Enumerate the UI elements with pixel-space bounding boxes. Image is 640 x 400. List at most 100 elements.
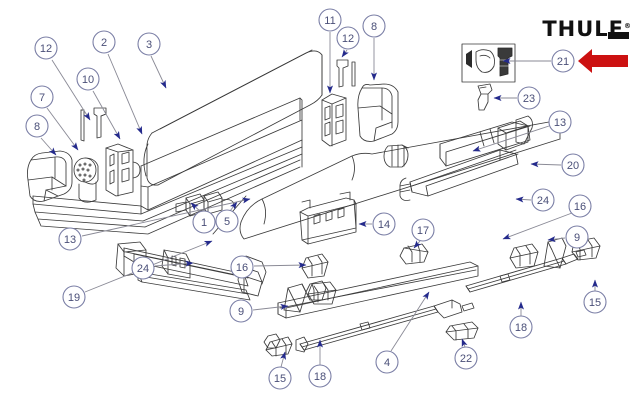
callout-circle[interactable] — [454, 346, 478, 370]
callout-circle[interactable] — [411, 218, 435, 242]
callout-circle[interactable] — [565, 225, 589, 249]
callout-12[interactable]: 12 — [336, 26, 360, 50]
callout-label: 11 — [324, 15, 335, 27]
callout-10[interactable]: 10 — [76, 67, 100, 91]
roller-end-gear — [383, 144, 409, 168]
callout-label: 19 — [68, 292, 80, 304]
callout-1[interactable]: 1 — [192, 210, 216, 234]
callout-label: 2 — [101, 37, 107, 49]
clip-23 — [477, 83, 493, 111]
callout-label: 23 — [523, 93, 535, 105]
callout-circle[interactable] — [230, 255, 254, 279]
callout-circle[interactable] — [561, 153, 585, 177]
callout-circle[interactable] — [62, 285, 86, 309]
rafter-arm-left — [265, 299, 475, 357]
callout-label: 13 — [64, 234, 76, 246]
callout-18[interactable]: 18 — [509, 315, 533, 339]
callout-8[interactable]: 8 — [362, 14, 386, 38]
callout-15[interactable]: 15 — [583, 290, 607, 314]
support-arm-right — [399, 115, 533, 201]
clip-22 — [445, 321, 479, 341]
bracket-16-lower — [305, 280, 327, 301]
highlight-arrow-icon — [578, 49, 628, 73]
callout-circle[interactable] — [375, 350, 399, 374]
callout-22[interactable]: 22 — [454, 346, 478, 370]
callout-label: 24 — [537, 195, 549, 207]
callout-label: 1 — [201, 217, 207, 229]
callout-circle[interactable] — [131, 256, 155, 280]
callout-circle[interactable] — [192, 210, 216, 234]
callout-label: 9 — [238, 306, 244, 318]
callout-24[interactable]: 24 — [131, 256, 155, 280]
pin-and-lever — [80, 107, 107, 142]
callout-label: 20 — [567, 160, 579, 172]
lead-rail — [277, 261, 479, 319]
callout-9[interactable]: 9 — [565, 225, 589, 249]
callout-circle[interactable] — [215, 209, 239, 233]
callout-21[interactable]: 21 — [551, 49, 575, 73]
callout-label: 5 — [224, 216, 230, 228]
callout-circle[interactable] — [76, 67, 100, 91]
fitting-bottom-left — [263, 333, 281, 349]
adjustment-knob — [73, 157, 99, 203]
callout-13[interactable]: 13 — [548, 110, 572, 134]
callout-18[interactable]: 18 — [308, 364, 332, 388]
callout-label: 16 — [574, 201, 586, 213]
callout-label: 18 — [515, 322, 527, 334]
callout-7[interactable]: 7 — [30, 85, 54, 109]
callout-circle[interactable] — [268, 366, 292, 390]
bracket-near-9-right — [509, 243, 539, 269]
callout-8[interactable]: 8 — [25, 114, 49, 138]
small-lever-12 — [336, 59, 356, 88]
callout-circle[interactable] — [58, 227, 82, 251]
callout-circle[interactable] — [583, 290, 607, 314]
callout-circle[interactable] — [318, 8, 342, 32]
callout-20[interactable]: 20 — [561, 153, 585, 177]
callout-12[interactable]: 12 — [34, 36, 58, 60]
callout-circle[interactable] — [531, 188, 555, 212]
callout-label: 10 — [82, 74, 94, 86]
callout-11[interactable]: 11 — [318, 8, 342, 32]
callout-19[interactable]: 19 — [62, 285, 86, 309]
logo-bar — [608, 32, 629, 39]
callout-24[interactable]: 24 — [531, 188, 555, 212]
callout-circle[interactable] — [34, 36, 58, 60]
end-cap-8-top — [357, 83, 399, 142]
callout-circle[interactable] — [336, 26, 360, 50]
callout-circle[interactable] — [548, 110, 572, 134]
callout-circle[interactable] — [25, 114, 49, 138]
callout-9[interactable]: 9 — [229, 299, 253, 323]
callout-circle[interactable] — [30, 85, 54, 109]
callout-label: 8 — [34, 121, 40, 133]
callout-15[interactable]: 15 — [268, 366, 292, 390]
callout-circle[interactable] — [362, 14, 386, 38]
callout-circle[interactable] — [568, 194, 592, 218]
end-cap-left — [27, 150, 73, 202]
callout-circle[interactable] — [92, 30, 116, 54]
awning-case-profile — [32, 49, 323, 235]
callout-circle[interactable] — [229, 299, 253, 323]
callout-circle[interactable] — [509, 315, 533, 339]
callout-16[interactable]: 16 — [568, 194, 592, 218]
callout-13[interactable]: 13 — [58, 227, 82, 251]
callout-label: 16 — [236, 262, 248, 274]
callout-2[interactable]: 2 — [92, 30, 116, 54]
callout-circle[interactable] — [137, 32, 161, 56]
callout-23[interactable]: 23 — [517, 86, 541, 110]
callout-17[interactable]: 17 — [411, 218, 435, 242]
rafter-arm-right — [465, 237, 601, 293]
callout-16[interactable]: 16 — [230, 255, 254, 279]
callout-circle[interactable] — [308, 364, 332, 388]
callout-circle[interactable] — [372, 212, 396, 236]
bracket-16 — [301, 253, 329, 279]
boxed-detail-view — [461, 43, 516, 83]
clamp-bracket-14 — [299, 191, 357, 245]
callout-3[interactable]: 3 — [137, 32, 161, 56]
callout-circle[interactable] — [551, 49, 575, 73]
callout-circle[interactable] — [517, 86, 541, 110]
callout-14[interactable]: 14 — [372, 212, 396, 236]
callout-4[interactable]: 4 — [375, 350, 399, 374]
callout-5[interactable]: 5 — [215, 209, 239, 233]
callout-label: 13 — [554, 117, 566, 129]
